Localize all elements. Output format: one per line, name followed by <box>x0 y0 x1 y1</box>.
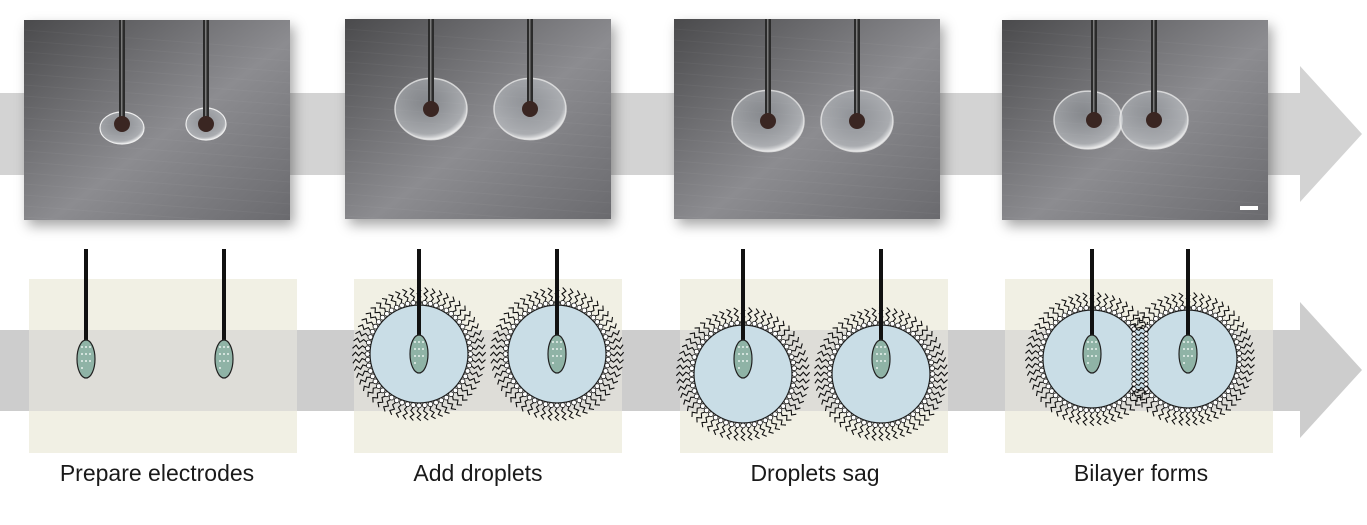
schematic-prepare-electrodes <box>29 279 297 453</box>
photo-add-droplets <box>345 19 611 219</box>
bilayer-interface <box>1132 327 1148 391</box>
photo-bilayer-forms <box>1002 20 1268 220</box>
scale-bar-icon <box>1240 206 1258 210</box>
step-label-2: Add droplets <box>328 460 628 487</box>
photo-droplets-sag <box>674 19 940 219</box>
schematic-droplets-sag <box>680 279 948 453</box>
schematic-bilayer-forms <box>1005 279 1273 453</box>
step-label-4: Bilayer forms <box>991 460 1291 487</box>
step-label-3: Droplets sag <box>665 460 965 487</box>
schematic-add-droplets <box>354 279 622 453</box>
step-label-1: Prepare electrodes <box>7 460 307 487</box>
photo-prepare-electrodes <box>24 20 290 220</box>
